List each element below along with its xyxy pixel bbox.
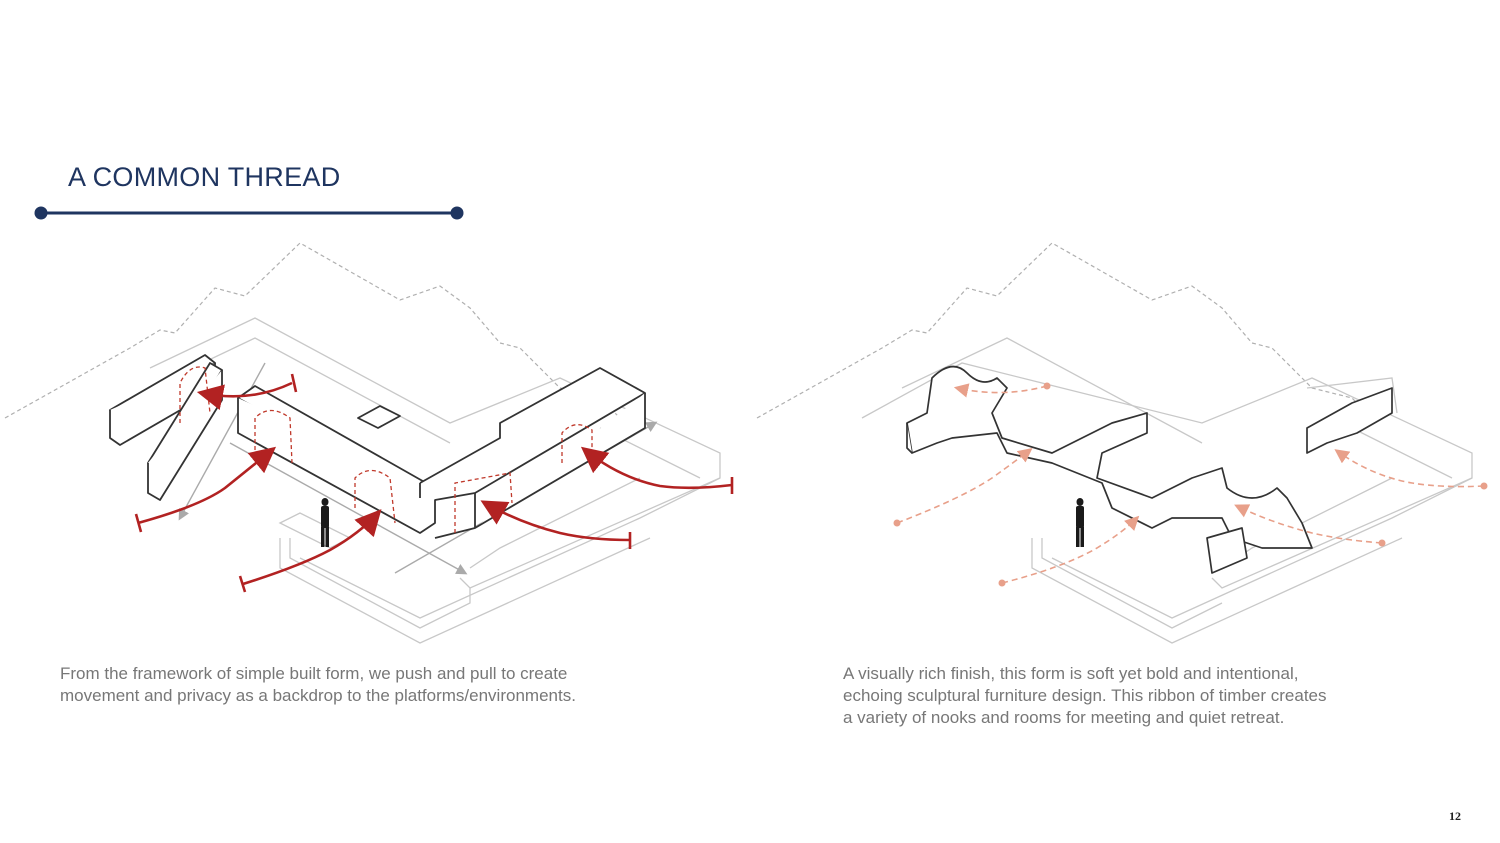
circulation-nodes: [893, 382, 1488, 587]
underline-start-dot: [34, 206, 48, 220]
person-silhouette: [1076, 498, 1084, 547]
page-number: 12: [1449, 809, 1461, 823]
building-masses: [109, 354, 646, 539]
massing-diagram-left: [4, 242, 734, 644]
right-caption: A visually rich finish, this form is sof…: [843, 664, 1327, 727]
title-underline: [34, 206, 464, 220]
ribbon-diagram-right: [756, 242, 1488, 644]
underline-end-dot: [450, 206, 464, 220]
site-outline-dashed: [756, 242, 1373, 419]
circulation-paths: [896, 383, 1485, 584]
slide-title: A COMMON THREAD: [68, 162, 341, 192]
person-silhouette: [321, 498, 329, 547]
site-outline-dashed: [4, 242, 621, 419]
pull-zones: [179, 366, 593, 533]
push-pull-arrows: [134, 373, 734, 593]
left-caption: From the framework of simple built form,…: [60, 664, 576, 705]
timber-ribbon: [906, 365, 1393, 574]
